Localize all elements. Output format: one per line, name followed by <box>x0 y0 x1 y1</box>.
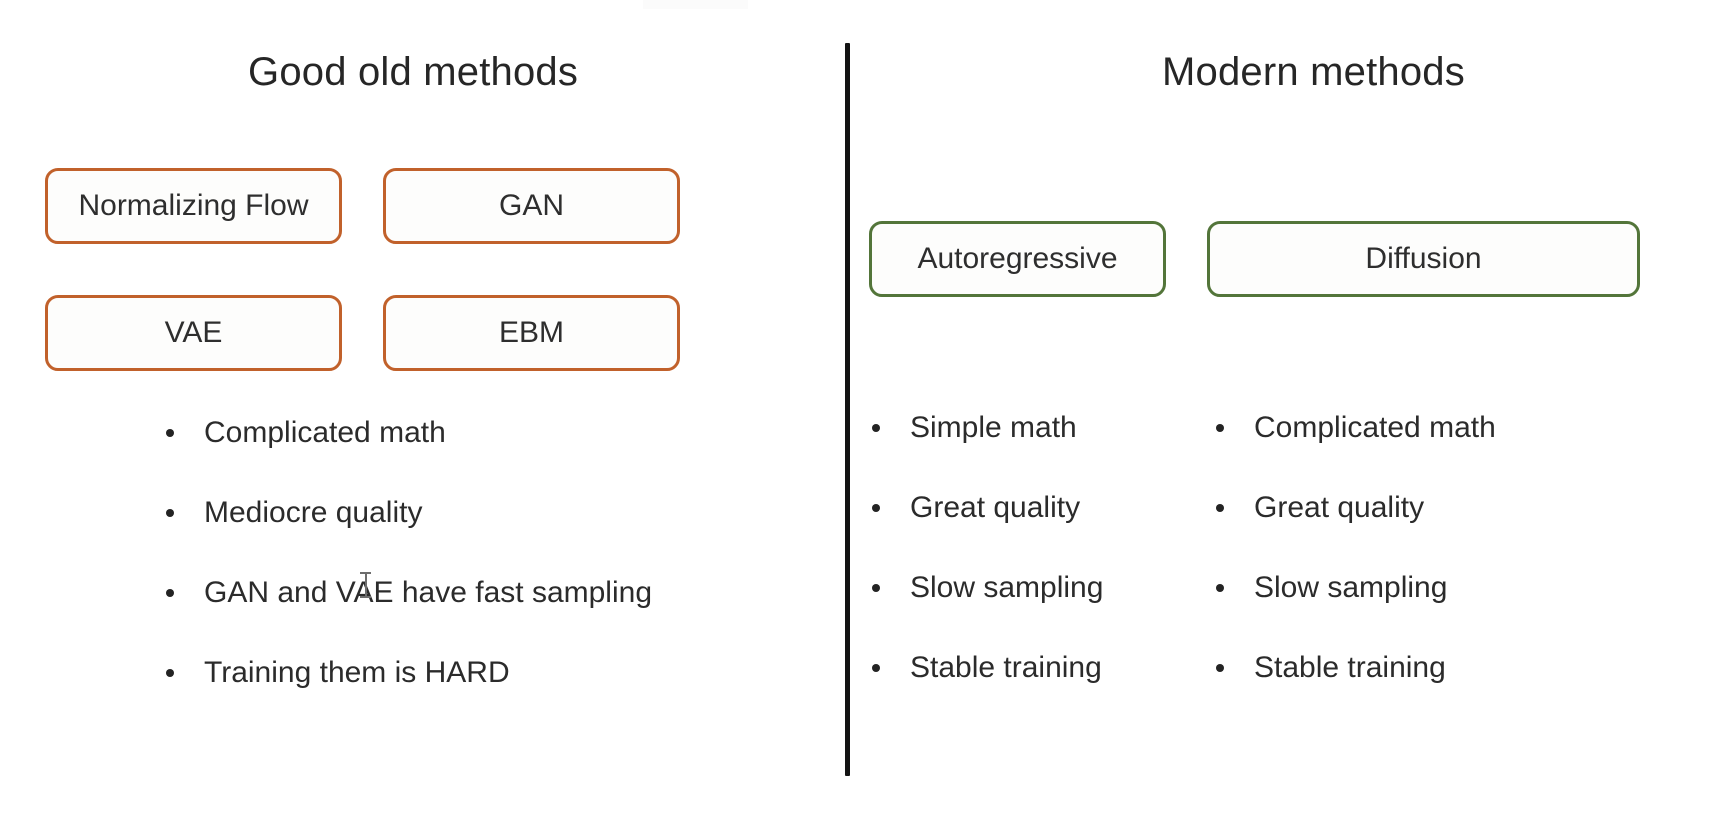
autoregressive-bullet-list: Simple math Great quality Slow sampling … <box>868 413 1103 733</box>
list-item: Complicated math <box>1212 413 1496 443</box>
list-item: Mediocre quality <box>162 498 652 528</box>
list-item-label: Slow sampling <box>1254 571 1448 604</box>
bullet-dot-icon <box>1216 424 1224 432</box>
list-item-label: Complicated math <box>1254 411 1496 444</box>
bullet-dot-icon <box>872 424 880 432</box>
list-item-label: GAN and VAE have fast sampling <box>204 576 653 609</box>
list-item: Simple math <box>868 413 1103 443</box>
list-item-label: Simple math <box>910 411 1077 444</box>
list-item-label: Mediocre quality <box>204 496 423 529</box>
list-item-label: Stable training <box>910 651 1102 684</box>
bullet-dot-icon <box>166 429 174 437</box>
list-item: Slow sampling <box>868 573 1103 603</box>
method-box-normalizing-flow[interactable]: Normalizing Flow <box>45 168 342 244</box>
column-divider <box>845 43 850 776</box>
method-box-label: GAN <box>498 189 564 222</box>
method-box-vae[interactable]: VAE <box>45 295 342 371</box>
list-item-label: Great quality <box>1254 491 1425 524</box>
list-item: Complicated math <box>162 418 652 448</box>
method-box-label: EBM <box>498 316 564 349</box>
bullet-dot-icon <box>1216 504 1224 512</box>
left-column-bullet-list: Complicated math Mediocre quality GAN an… <box>162 418 652 738</box>
bullet-dot-icon <box>872 584 880 592</box>
list-item-label: Training them is HARD <box>204 656 510 689</box>
right-column-title: Modern methods <box>1162 50 1465 94</box>
bullet-dot-icon <box>872 504 880 512</box>
list-item-label: Great quality <box>910 491 1081 524</box>
list-item: GAN and VAE have fast sampling <box>162 578 652 608</box>
bullet-dot-icon <box>1216 584 1224 592</box>
list-item-label: Complicated math <box>204 416 446 449</box>
list-item: Great quality <box>868 493 1103 523</box>
method-box-ebm[interactable]: EBM <box>383 295 680 371</box>
list-item-label: Slow sampling <box>910 571 1104 604</box>
list-item: Stable training <box>868 653 1103 683</box>
bullet-dot-icon <box>1216 664 1224 672</box>
method-box-label: Normalizing Flow <box>78 189 309 222</box>
method-box-autoregressive[interactable]: Autoregressive <box>869 221 1166 297</box>
list-item-label: Stable training <box>1254 651 1446 684</box>
list-item: Great quality <box>1212 493 1496 523</box>
top-edge-artifact <box>643 0 748 9</box>
bullet-dot-icon <box>166 669 174 677</box>
method-box-label: VAE <box>164 316 223 349</box>
list-item: Stable training <box>1212 653 1496 683</box>
method-box-diffusion[interactable]: Diffusion <box>1207 221 1640 297</box>
diffusion-bullet-list: Complicated math Great quality Slow samp… <box>1212 413 1496 733</box>
bullet-dot-icon <box>166 509 174 517</box>
bullet-dot-icon <box>166 589 174 597</box>
list-item: Training them is HARD <box>162 658 652 688</box>
method-box-label: Diffusion <box>1365 242 1482 275</box>
method-box-gan[interactable]: GAN <box>383 168 680 244</box>
method-box-label: Autoregressive <box>917 242 1118 275</box>
left-column-title: Good old methods <box>248 50 579 94</box>
bullet-dot-icon <box>872 664 880 672</box>
list-item: Slow sampling <box>1212 573 1496 603</box>
